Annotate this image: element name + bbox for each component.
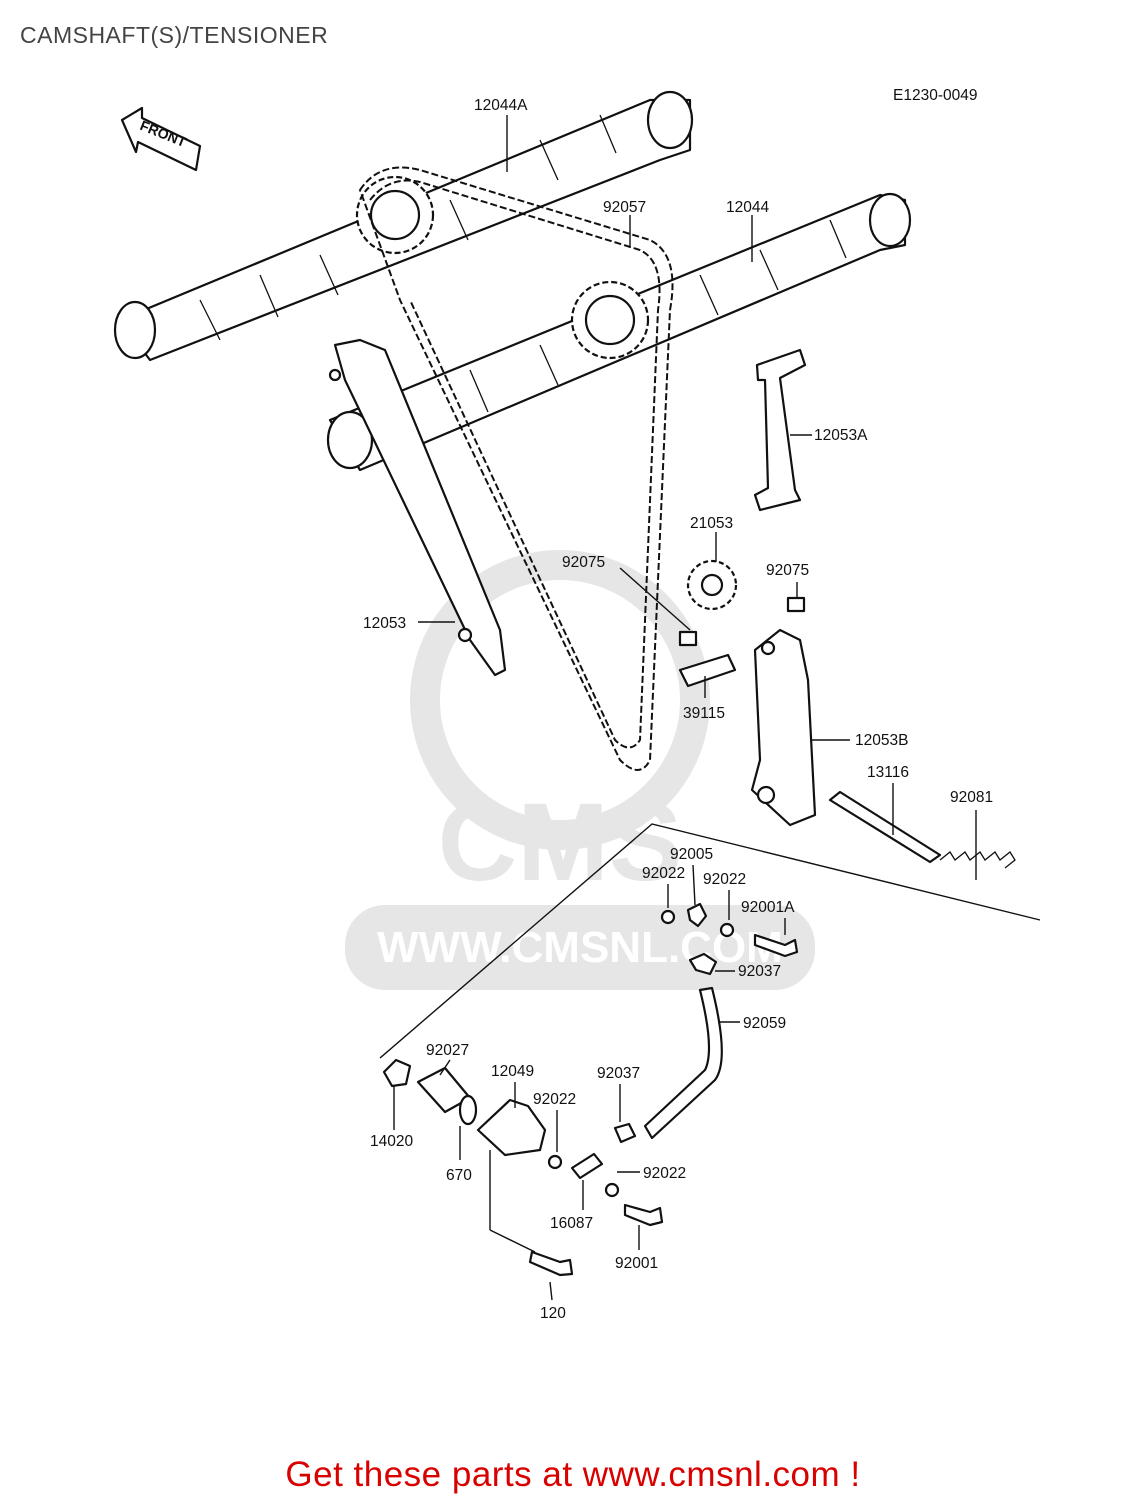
bolt-120 <box>528 1250 574 1277</box>
cap-14020 <box>382 1058 412 1088</box>
damper-92075-left <box>678 630 698 647</box>
page-title: CAMSHAFT(S)/TENSIONER <box>20 22 329 48</box>
label-92037b: 92037 <box>597 1065 640 1082</box>
label-92022c: 92022 <box>533 1091 576 1108</box>
label-92001A: 92001A <box>741 899 795 916</box>
label-12053A: 12053A <box>814 427 868 444</box>
label-92057: 92057 <box>603 199 646 216</box>
label-92022d: 92022 <box>643 1165 686 1182</box>
label-14020: 14020 <box>370 1133 413 1150</box>
label-12053B: 12053B <box>855 732 908 749</box>
label-670: 670 <box>446 1167 472 1184</box>
label-92001: 92001 <box>615 1255 658 1272</box>
rod-13116 <box>828 790 942 864</box>
parts-diagram: CMS WWW.CMSNL.COM FRONT E1230-0049 <box>113 87 1041 1322</box>
cta-link[interactable]: Get these parts at www.cmsnl.com ! <box>285 1455 861 1494</box>
bolt-92001A <box>753 933 799 958</box>
chain-guide-12053 <box>328 338 507 677</box>
banjo-92005 <box>686 902 708 928</box>
label-92037a: 92037 <box>738 963 781 980</box>
label-12053: 12053 <box>363 615 406 632</box>
label-120: 120 <box>540 1305 566 1322</box>
watermark: CMS WWW.CMSNL.COM <box>345 550 815 990</box>
label-13116: 13116 <box>867 764 909 781</box>
label-92022a: 92022 <box>642 865 685 882</box>
hose-92059 <box>643 986 723 1140</box>
label-12044: 12044 <box>726 199 769 216</box>
bolt-92001 <box>623 1203 664 1227</box>
front-arrow-icon: FRONT <box>120 106 202 172</box>
tensioner-arm-12053B <box>750 628 817 827</box>
label-92081: 92081 <box>950 789 993 806</box>
tensioner-body-12049 <box>476 1098 547 1157</box>
leader-lines <box>393 115 977 1301</box>
exploded-bracket <box>379 823 1041 1059</box>
chain-guide-12053A <box>753 348 807 512</box>
clamp-92037a <box>688 952 718 976</box>
watermark-logo-text: CMS <box>438 781 682 904</box>
sprocket-lower <box>570 280 650 360</box>
washer-92022b <box>719 922 735 938</box>
label-21053: 21053 <box>690 515 733 532</box>
clamp-92037b <box>613 1122 637 1144</box>
pin-39115 <box>678 653 737 688</box>
label-16087: 16087 <box>550 1215 593 1232</box>
fitting-16087 <box>570 1152 604 1180</box>
damper-92075-right <box>786 596 806 613</box>
label-12049: 12049 <box>491 1063 534 1080</box>
diagram-code: E1230-0049 <box>893 87 977 104</box>
cam-chain-92057 <box>358 166 674 771</box>
label-39115: 39115 <box>683 705 725 722</box>
label-92075-left: 92075 <box>562 554 605 571</box>
label-92027: 92027 <box>426 1042 469 1059</box>
label-12044A: 12044A <box>474 97 528 114</box>
washer-92022d <box>604 1182 620 1198</box>
spring-92081 <box>939 851 1016 869</box>
label-92075-right: 92075 <box>766 562 809 579</box>
label-92059: 92059 <box>743 1015 786 1032</box>
label-92022b: 92022 <box>703 871 746 888</box>
label-92005: 92005 <box>670 846 713 863</box>
oring-670 <box>458 1094 478 1126</box>
washer-92022a <box>660 909 676 925</box>
washer-92022c <box>547 1154 563 1170</box>
tensioner-sprocket-21053 <box>686 559 738 611</box>
